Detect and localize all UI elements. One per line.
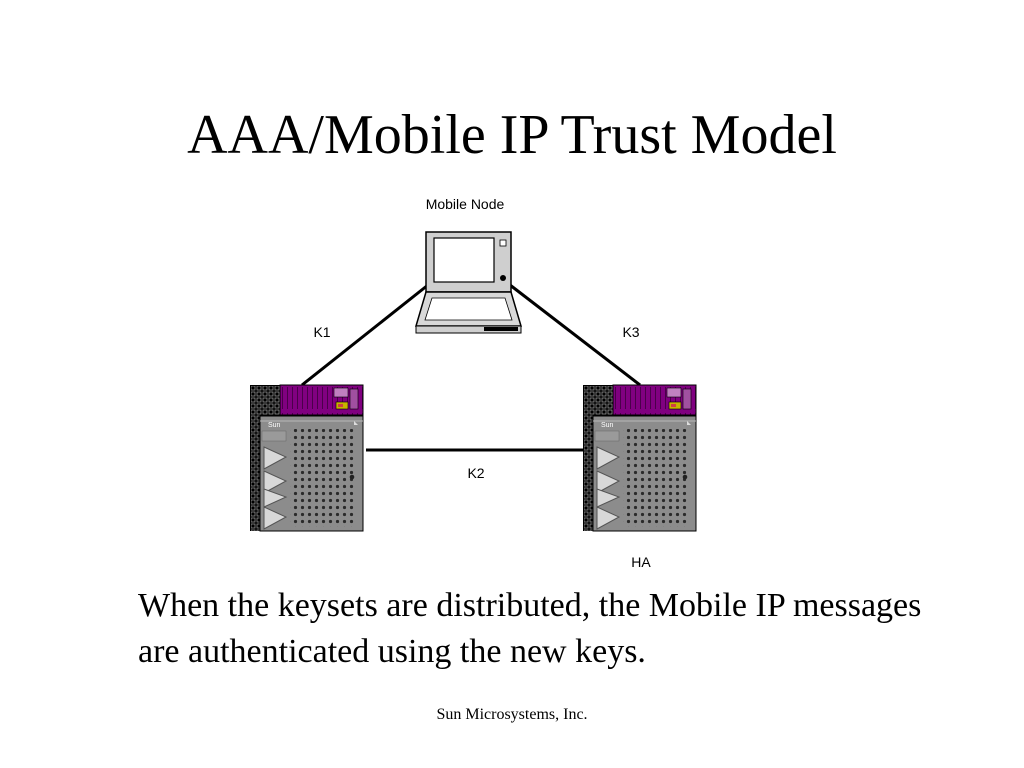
home-agent-label: HA	[631, 554, 651, 570]
link-line-k1	[301, 283, 429, 387]
slide-caption: When the keysets are distributed, the Mo…	[138, 587, 922, 670]
laptop-icon	[415, 231, 522, 334]
link-label-k3: K3	[622, 324, 639, 340]
slide-footer: Sun Microsystems, Inc.	[436, 706, 588, 723]
link-label-k1: K1	[313, 324, 330, 340]
link-line-k3	[509, 283, 641, 387]
server-brand-label: Sun	[601, 422, 614, 429]
mobile-node-label: Mobile Node	[426, 196, 505, 212]
link-label-k2: K2	[467, 465, 484, 481]
slide-title: AAA/Mobile IP Trust Model	[187, 104, 837, 166]
server-icon: Sun	[249, 384, 364, 532]
server-icon: Sun	[582, 384, 697, 532]
server-brand-label: Sun	[268, 422, 281, 429]
